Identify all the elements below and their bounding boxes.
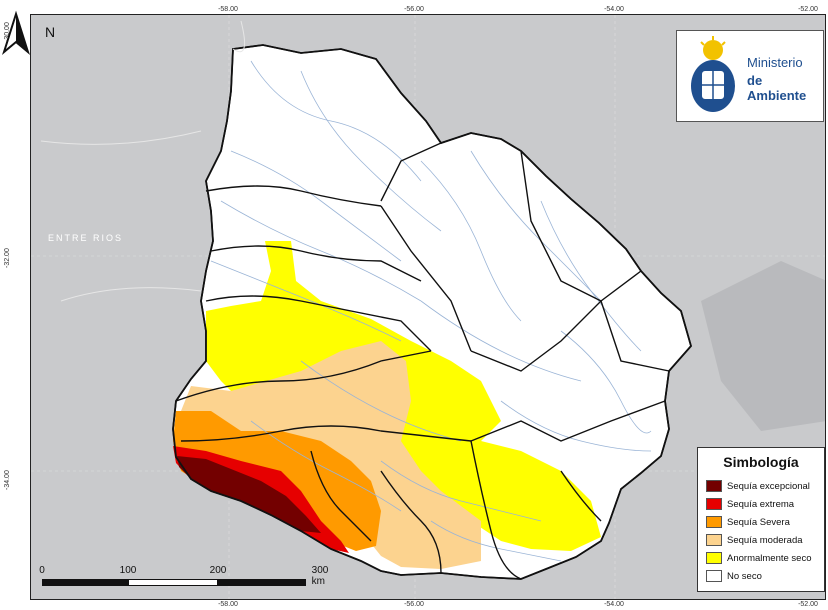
logo-text-ambiente: de Ambiente	[747, 73, 807, 103]
legend-swatch	[706, 480, 722, 492]
legend-item-extrema: Sequía extrema	[706, 496, 794, 512]
scale-label-100: 100	[119, 565, 137, 576]
legend-item-excepcional: Sequía excepcional	[706, 478, 810, 494]
map-canvas	[31, 15, 825, 599]
scale-segment	[218, 579, 306, 586]
scale-segment	[42, 579, 128, 586]
lon-tick-top-3: -54.00	[604, 6, 624, 13]
lon-tick-top-4: -52.00	[798, 6, 818, 13]
lagoon-shape	[701, 261, 825, 431]
legend-label: Anormalmente seco	[727, 552, 812, 564]
logo-text-ministerio: Ministerio	[747, 55, 803, 70]
legend-label: Sequía Severa	[727, 516, 790, 528]
legend-item-moderada: Sequía moderada	[706, 532, 803, 548]
legend-label: No seco	[727, 570, 762, 582]
legend-swatch	[706, 570, 722, 582]
basin-boundaries	[175, 142, 670, 580]
coat-of-arms-icon	[691, 36, 735, 112]
lon-tick-bottom-2: -56.00	[404, 601, 424, 608]
scale-label-200: 200	[209, 565, 227, 576]
north-arrow-icon	[2, 10, 30, 55]
river-network	[210, 60, 652, 562]
legend-item-severa: Sequía Severa	[706, 514, 790, 530]
scale-label-300: 300 km	[311, 565, 329, 587]
legend-item-anormalmente-seco: Anormalmente seco	[706, 550, 811, 566]
legend-swatch	[706, 498, 722, 510]
lon-tick-top-1: -58.00	[218, 6, 238, 13]
legend-panel: Simbología Sequía excepcional Sequía ext…	[697, 447, 825, 592]
legend-swatch	[706, 516, 722, 528]
lon-tick-bottom-3: -54.00	[604, 601, 624, 608]
legend-label: Sequía moderada	[727, 534, 803, 546]
lon-tick-bottom-1: -58.00	[218, 601, 238, 608]
lon-tick-top-2: -56.00	[404, 6, 424, 13]
ministry-logo: Ministerio de Ambiente	[676, 30, 824, 122]
neighbor-roads	[40, 20, 246, 302]
legend-item-no-seco: No seco	[706, 568, 762, 584]
legend-swatch	[706, 552, 722, 564]
region-label-entre-rios: ENTRE RIOS	[48, 233, 124, 243]
country-border	[172, 44, 693, 580]
scale-segment	[128, 579, 218, 586]
legend-swatch	[706, 534, 722, 546]
lon-tick-bottom-4: -52.00	[798, 601, 818, 608]
legend-label: Sequía excepcional	[727, 480, 810, 492]
lat-tick-2: -32.00	[4, 248, 11, 268]
legend-label: Sequía extrema	[727, 498, 795, 510]
zone-sequia-excepcional	[177, 456, 321, 533]
legend-title: Simbología	[723, 454, 799, 470]
lat-tick-3: -34.00	[4, 470, 11, 490]
scale-label-0: 0	[39, 565, 45, 576]
north-label: N	[45, 24, 56, 40]
